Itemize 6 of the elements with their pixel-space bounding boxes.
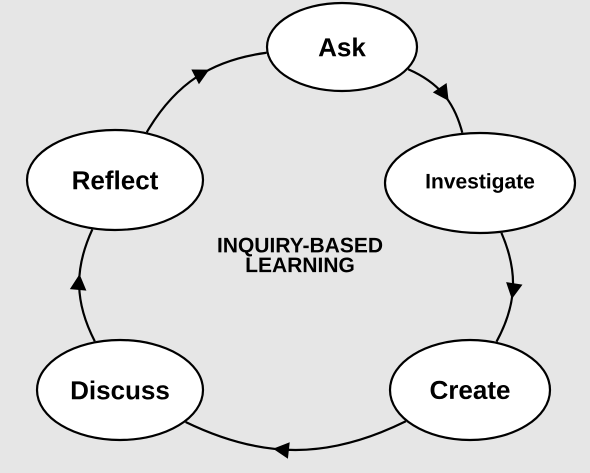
cycle-arrow [496, 232, 522, 342]
cycle-arrow [146, 52, 267, 133]
cycle-arrow [408, 68, 464, 134]
cycle-arrow [185, 420, 406, 459]
center-title: INQUIRY-BASED LEARNING [218, 238, 382, 272]
cycle-arrow [70, 228, 96, 342]
